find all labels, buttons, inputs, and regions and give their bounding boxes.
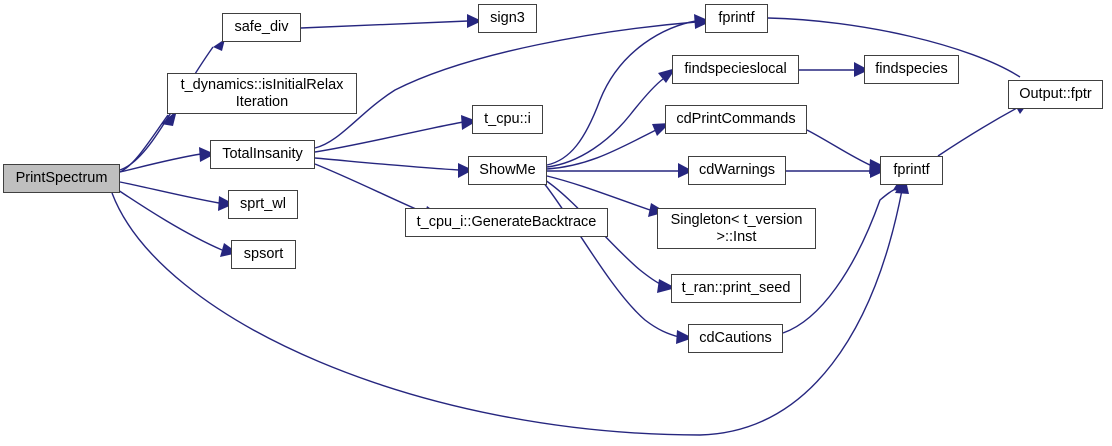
graph-node-cdwarnings[interactable]: cdWarnings (688, 156, 786, 185)
graph-node-safe_div[interactable]: safe_div (222, 13, 301, 42)
arrowhead-icon (870, 163, 885, 178)
edge-line (119, 153, 202, 173)
graph-node-sprt_wl[interactable]: sprt_wl (228, 190, 298, 219)
graph-node-fprintf_bottom[interactable]: fprintf (880, 156, 943, 185)
arrowhead-icon (467, 14, 482, 28)
graph-node-singleton[interactable]: Singleton< t_version >::Inst (657, 208, 816, 249)
edge-line (314, 163, 426, 214)
graph-node-showme[interactable]: ShowMe (468, 156, 547, 185)
edge-line (300, 20, 469, 29)
arrowhead-icon (161, 110, 177, 126)
graph-edge-findspecieslocal-to-findspecies (799, 62, 869, 77)
graph-node-fprintf_top[interactable]: fprintf (705, 4, 768, 33)
graph-edge-showme-to-cdwarnings (547, 163, 693, 178)
graph-edge-showme-to-print_seed (544, 179, 676, 293)
graph-node-cdprintcommands[interactable]: cdPrintCommands (665, 105, 807, 134)
graph-edge-printspectrum-to-sprt_wl (119, 181, 234, 211)
edge-line (937, 107, 1018, 157)
graph-node-findspecieslocal[interactable]: findspecieslocal (672, 55, 799, 84)
graph-node-backtrace[interactable]: t_cpu_i::GenerateBacktrace (405, 208, 608, 237)
graph-node-output_fptr[interactable]: Output::fptr (1008, 80, 1103, 109)
arrowhead-icon (657, 279, 676, 293)
graph-node-print_seed[interactable]: t_ran::print_seed (671, 274, 801, 303)
edge-line (119, 114, 169, 173)
graph-edge-printspectrum-to-t_dynamics (119, 110, 177, 173)
graph-edge-showme-to-cdcautions (542, 181, 693, 344)
arrowhead-icon (461, 115, 477, 130)
graph-node-findspecies[interactable]: findspecies (864, 55, 959, 84)
graph-edge-cdcautions-to-fprintf_bottom (782, 174, 906, 334)
graph-node-spsort[interactable]: spsort (231, 240, 296, 269)
graph-node-totalinsanity[interactable]: TotalInsanity (210, 140, 315, 169)
arrowhead-icon (218, 196, 234, 211)
arrowhead-icon (458, 163, 473, 178)
edge-line (546, 20, 697, 166)
edge-line (546, 175, 651, 211)
arrowhead-icon (676, 330, 693, 344)
edge-line (542, 181, 680, 338)
edge-line (806, 129, 873, 167)
edge-line (314, 21, 697, 149)
graph-node-printspectrum[interactable]: PrintSpectrum (3, 164, 120, 193)
graph-edge-safe_div-to-sign3 (300, 14, 482, 29)
edge-line (546, 129, 657, 170)
graph-edge-totalinsanity-to-t_cpu_i (314, 115, 477, 153)
edge-line (314, 157, 460, 171)
edge-line (111, 189, 903, 436)
graph-edge-printspectrum-to-totalinsanity (119, 147, 215, 173)
edge-line (767, 17, 1021, 78)
graph-node-t_cpu_i[interactable]: t_cpu::i (472, 105, 543, 134)
graph-edge-totalinsanity-to-showme (314, 157, 473, 178)
graph-node-t_dynamics[interactable]: t_dynamics::isInitialRelax Iteration (167, 73, 357, 114)
arrowhead-icon (213, 39, 225, 51)
edge-line (782, 187, 899, 334)
graph-node-sign3[interactable]: sign3 (478, 4, 537, 33)
edge-line (117, 189, 223, 251)
graph-edge-cdwarnings-to-fprintf_bottom (786, 163, 885, 178)
graph-node-cdcautions[interactable]: cdCautions (688, 324, 783, 353)
arrowhead-icon (199, 147, 215, 162)
edge-line (314, 121, 464, 153)
edge-line (544, 179, 663, 286)
arrowhead-icon (694, 14, 710, 28)
arrowhead-icon (854, 62, 869, 77)
arrowhead-icon (678, 163, 693, 178)
arrowhead-icon (658, 68, 676, 83)
edge-line (546, 78, 664, 168)
edge-line (119, 181, 220, 204)
graph-edge-showme-to-fprintf_top (546, 14, 710, 166)
graph-edge-showme-to-findspecieslocal (546, 68, 676, 168)
